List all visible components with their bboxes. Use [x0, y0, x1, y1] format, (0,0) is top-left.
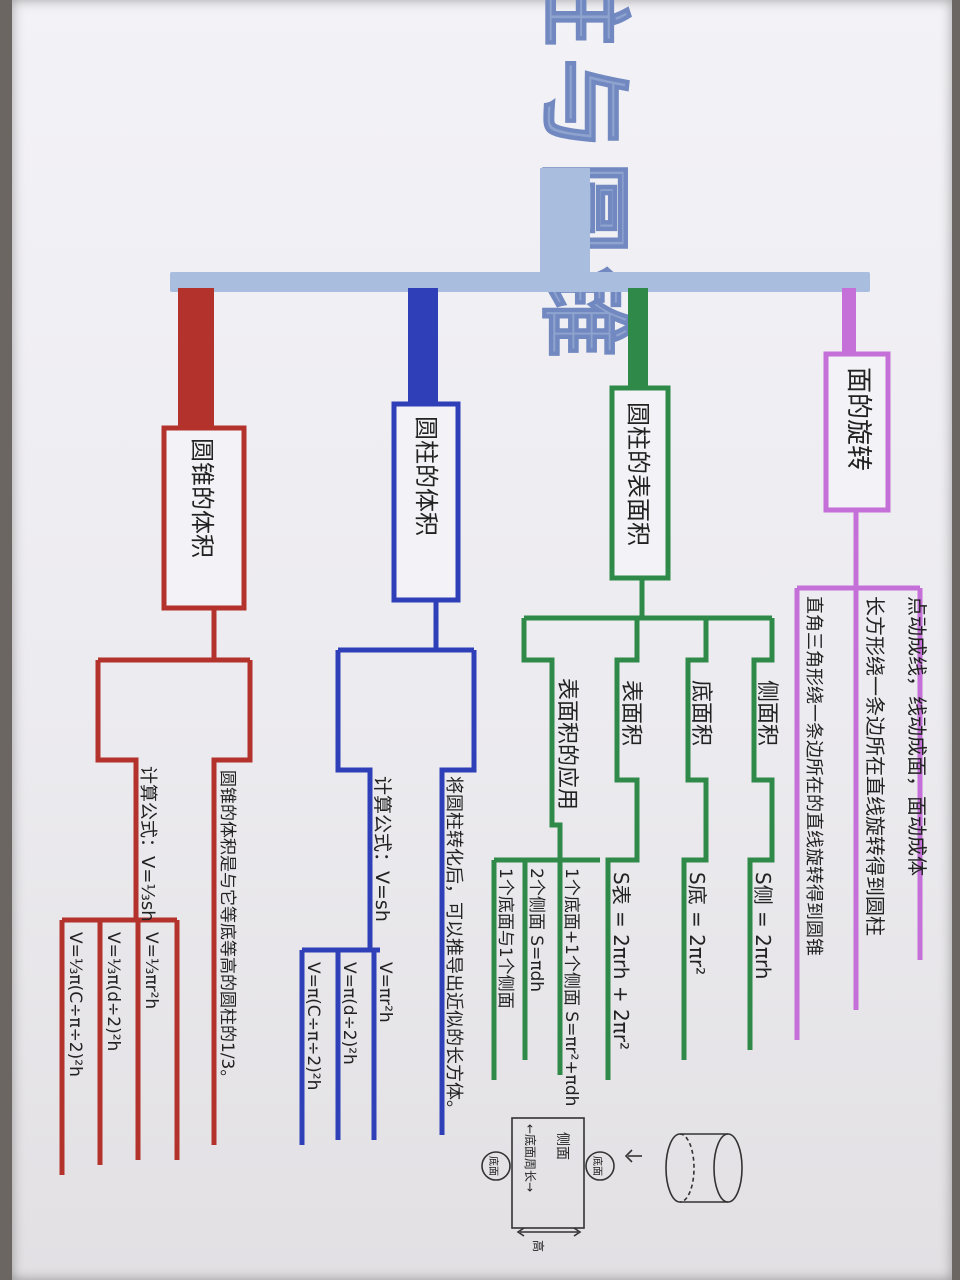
application-note-3: 1个底面与1个侧面: [495, 868, 515, 1009]
sketch-bottom-base: [481, 1151, 511, 1181]
rotation-item-3: 直角三角形绕一条边所在的直线旋转得到圆锥: [803, 596, 824, 956]
paper-sheet: 圆柱与圆锥 面的旋转 点动成线，线动成面，面动成体 长方形绕一条边所在直线旋转得…: [12, 0, 952, 1280]
rotation-label: 面的旋转: [843, 367, 873, 471]
rotation-item-2: 长方形绕一条边所在直线旋转得到圆柱: [863, 596, 887, 936]
sketch-perimeter-label: ←底面周长→: [523, 1124, 538, 1192]
mind-map: 圆柱与圆锥 面的旋转 点动成线，线动成面，面动成体 长方形绕一条边所在直线旋转得…: [59, 0, 929, 1252]
sketch-height-label: 高: [531, 1240, 546, 1252]
rotation-item-1: 点动成线，线动成面，面动成体: [905, 596, 929, 876]
trunk-stem: [540, 168, 590, 280]
surface-label: 圆柱的表面积: [624, 402, 652, 546]
cylinder-formula-1: V=πr²h: [375, 962, 395, 1023]
branch-surface: [491, 288, 775, 1080]
cone-volume-box[interactable]: [161, 425, 247, 611]
rotation-label-group: 面的旋转: [843, 367, 873, 471]
sketch-bottom-base-label: 底面: [487, 1156, 500, 1176]
sketch-top-base-label: 底面: [591, 1156, 604, 1176]
branch-cylinder-volume: [299, 288, 477, 1145]
application-note-1: 1个底面+1个侧面 S=πr²+πdh: [561, 868, 581, 1106]
formula-total: S表 = 2πrh + 2πr²: [609, 872, 633, 1050]
surface-item-lateral: 侧面积: [754, 680, 779, 746]
cylinder-derivation: 将圆柱转化后，可以推导出近似的长方体。: [443, 776, 464, 1118]
cone-formula-2: V=⅓π(d÷2)²h: [103, 932, 123, 1051]
cone-formula-3: V=⅓π(C÷π÷2)²h: [65, 932, 85, 1077]
trunk-bar: [170, 272, 870, 292]
surface-item-application: 表面积的应用: [554, 678, 579, 810]
cylinder-volume-box[interactable]: [391, 401, 461, 603]
cone-formula-1: V=⅓πr²h: [141, 932, 161, 1009]
cone-relation: 圆锥的体积是与它等底等高的圆柱的1/3。: [217, 770, 237, 1086]
surface-item-base: 底面积: [688, 680, 713, 746]
formula-lateral: S侧 = 2πrh: [751, 872, 775, 979]
cylinder-formula-2: V=π(d÷2)²h: [339, 962, 359, 1065]
cone-volume-label: 圆锥的体积: [188, 438, 216, 558]
branch-cone-volume: [59, 288, 253, 1175]
cylinder-sketch: [481, 1117, 743, 1237]
cylinder-formula-3: V=π(C÷π÷2)²h: [303, 962, 323, 1090]
application-note-2: 2个侧面 S=πdh: [526, 868, 546, 992]
cone-formula-label: 计算公式：V=⅓sh: [137, 766, 158, 922]
formula-base: S底 = 2πr²: [685, 872, 709, 975]
branch-rotation: [794, 288, 923, 1040]
sketch-side-label: 侧面: [554, 1132, 570, 1160]
cylinder-formula-label: 计算公式：V=sh: [371, 776, 393, 922]
cylinder-volume-label: 圆柱的体积: [412, 416, 440, 536]
surface-item-total: 表面积: [618, 680, 643, 746]
sketch-top-base: [585, 1151, 615, 1181]
rotation-box[interactable]: [823, 351, 891, 513]
